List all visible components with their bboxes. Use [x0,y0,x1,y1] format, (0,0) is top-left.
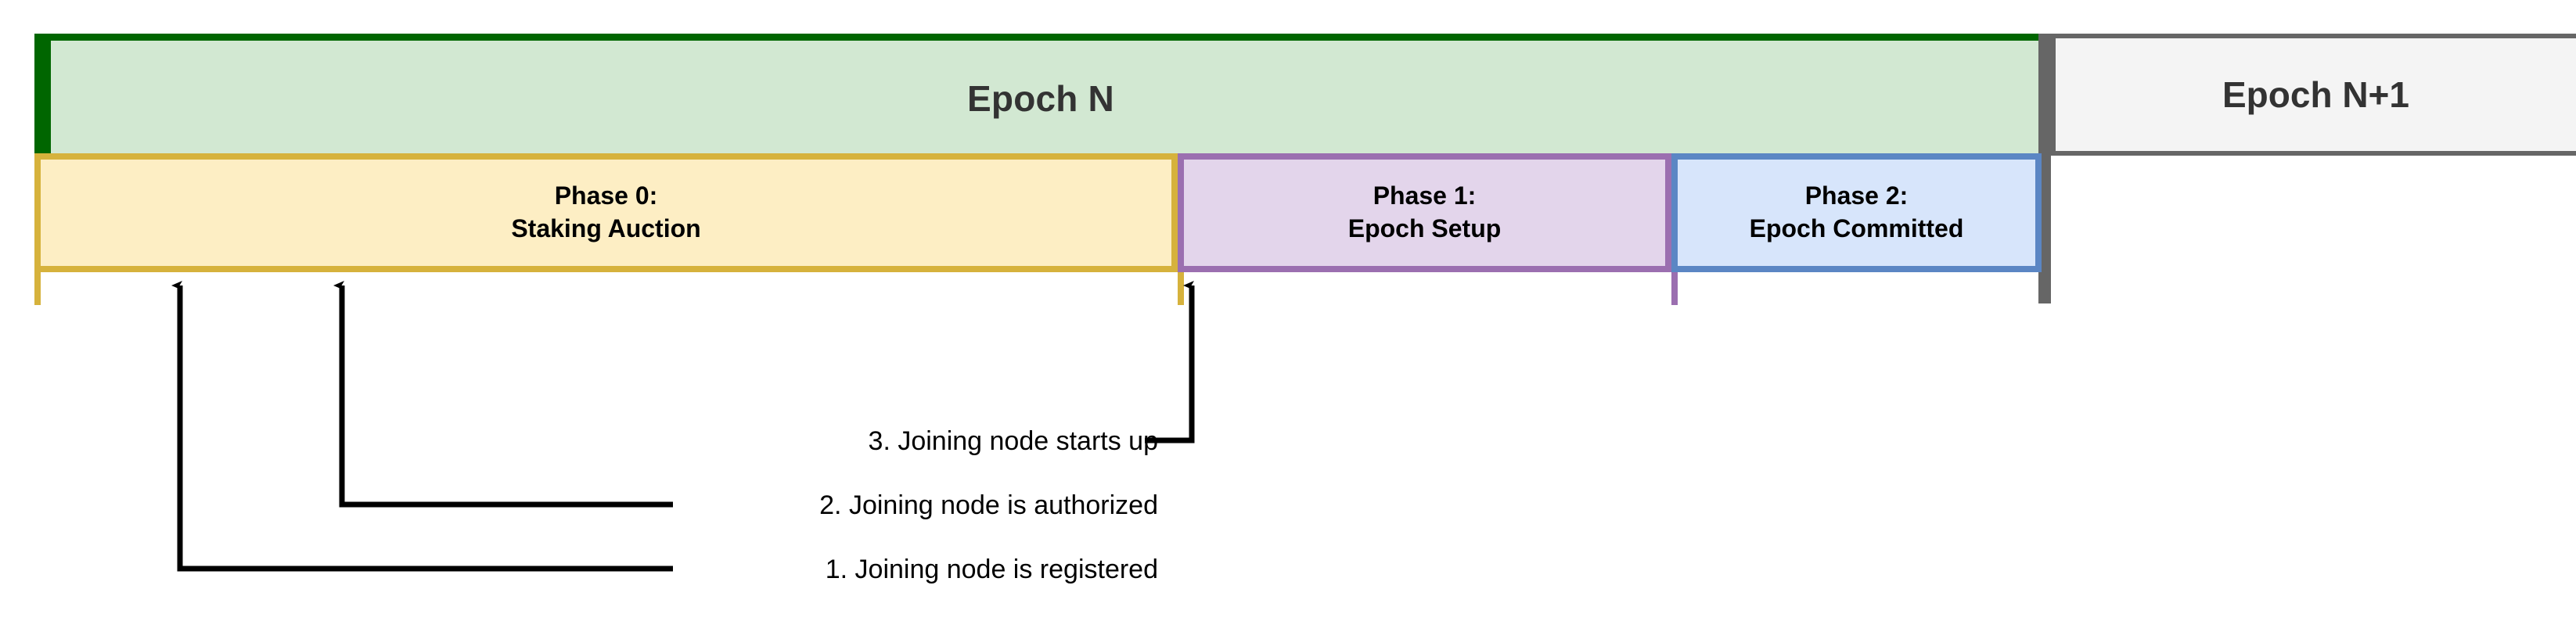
phase-0-title: Phase 0: [554,181,658,210]
phase-1-subtitle: Epoch Setup [1347,214,1502,242]
epoch-boundary-divider [2038,34,2051,303]
annotation-label-3: 3. Joining node starts up [868,426,1158,456]
leader-line-2 [342,285,673,508]
annotation-label-2: 2. Joining node is authorized [819,490,1158,520]
phase-1-box: Phase 1: Epoch Setup [1178,153,1671,272]
leader-line-3 [1145,285,1195,443]
phase-0-left-edge-stub [34,272,41,305]
epoch-n-label: Epoch N [967,77,1114,119]
phase-2-subtitle: Epoch Committed [1749,214,1964,242]
phase-0-box: Phase 0: Staking Auction [34,153,1178,272]
phase-2-title: Phase 2: [1804,181,1909,210]
epoch-next-label: Epoch N+1 [2222,74,2409,115]
phase-2-box: Phase 2: Epoch Committed [1671,153,2042,272]
phase-0-right-edge-stub [1178,272,1184,305]
epoch-next-box: Epoch N+1 [2051,34,2576,156]
leader-line-1 [180,285,673,572]
annotation-label-1: 1. Joining node is registered [825,555,1158,584]
phase-0-subtitle: Staking Auction [511,214,701,242]
phase-1-title: Phase 1: [1373,181,1477,210]
epoch-n-box: Epoch N [34,34,2038,156]
phase-1-right-edge-stub [1671,272,1678,305]
